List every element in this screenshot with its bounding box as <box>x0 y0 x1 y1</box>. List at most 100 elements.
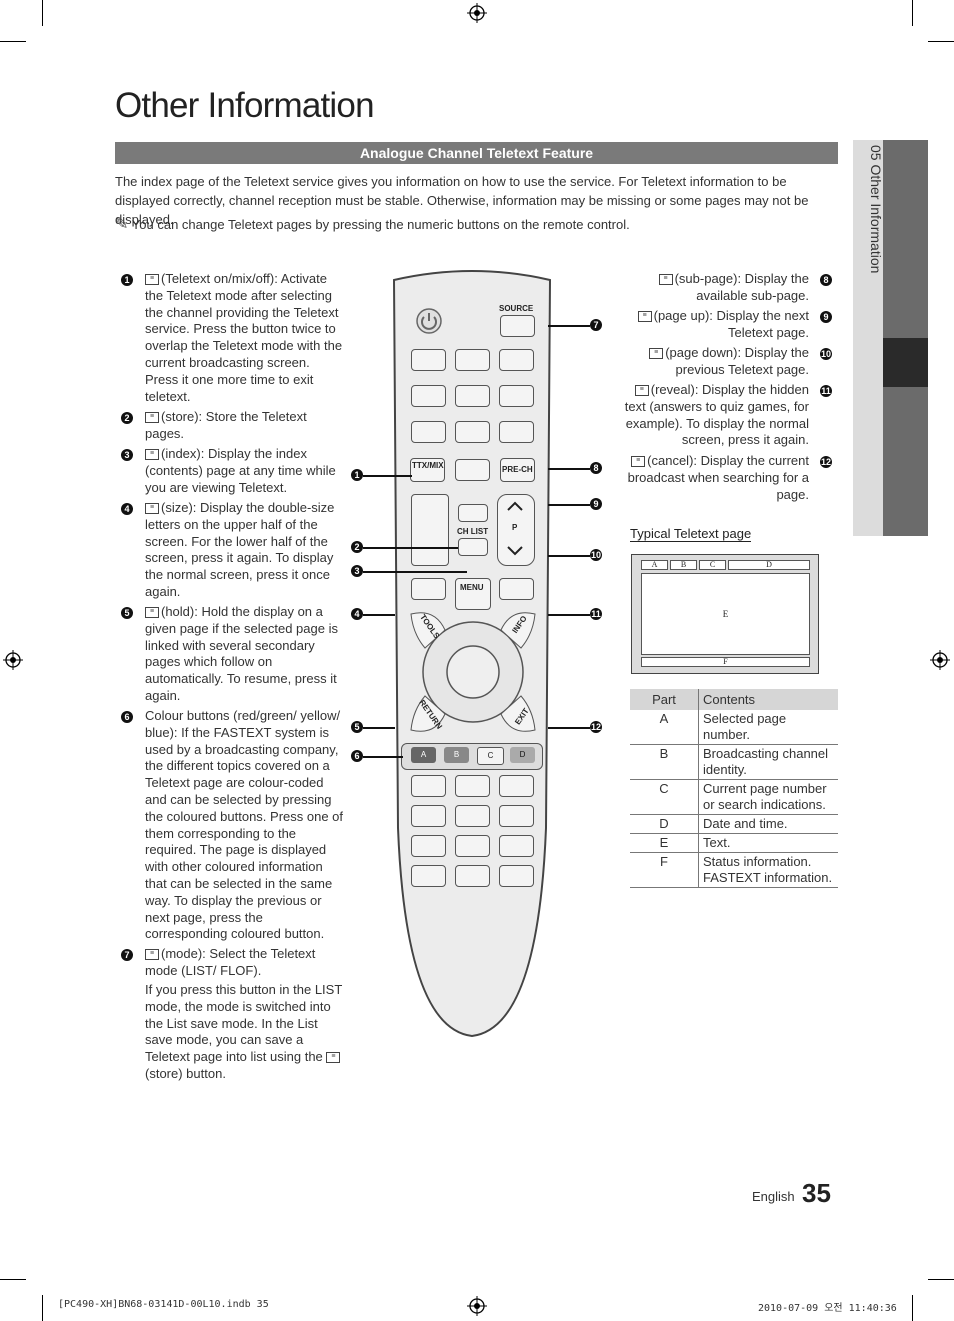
crop-mark <box>42 0 43 26</box>
callout-number-12: 12 <box>820 456 832 468</box>
callout-line <box>363 614 395 616</box>
menu-button[interactable] <box>455 578 491 610</box>
note-paragraph: ✎ You can change Teletext pages by press… <box>115 215 843 234</box>
content-button[interactable] <box>411 578 446 600</box>
contents-cell: Text. <box>698 833 838 853</box>
power-button[interactable] <box>415 307 443 335</box>
ttx-mix-button[interactable] <box>410 458 445 482</box>
footer-file-info: [PC490-XH]BN68-03141D-00L10.indb 35 <box>58 1299 269 1310</box>
colour-button-d[interactable]: D <box>510 747 535 763</box>
crop-mark <box>0 1279 26 1280</box>
volume-rocker[interactable] <box>411 494 449 566</box>
item-extra-tail: (store) button. <box>145 1065 226 1081</box>
cancel-icon: ≡ <box>631 456 646 468</box>
callout-line <box>548 325 590 327</box>
navigation-pad[interactable] <box>405 604 541 740</box>
list-item: ≡(reveal): Display the hidden text (answ… <box>622 382 809 449</box>
prech-button[interactable] <box>500 458 535 482</box>
crop-mark <box>42 1295 43 1321</box>
function-button[interactable] <box>455 805 490 827</box>
callout-line <box>548 727 590 729</box>
chapter-tab <box>853 140 883 536</box>
language-label: English <box>752 1189 795 1204</box>
function-button[interactable] <box>499 805 534 827</box>
number-button[interactable] <box>455 459 490 481</box>
function-button[interactable] <box>411 805 446 827</box>
number-button[interactable] <box>499 421 534 443</box>
crop-mark <box>0 41 26 42</box>
colour-button-a[interactable]: A <box>411 747 436 763</box>
contents-cell: Status information. FASTEXT information. <box>698 852 838 888</box>
number-button[interactable] <box>455 385 490 407</box>
callout-number-7: 7 <box>121 949 133 961</box>
number-button[interactable] <box>455 421 490 443</box>
number-button[interactable] <box>455 349 490 371</box>
callout-number-9: 9 <box>820 311 832 323</box>
menu-label: MENU <box>460 583 484 592</box>
item-extra-text: If you press this button in the LIST mod… <box>145 982 343 1065</box>
item-text: (hold): Hold the display on a given page… <box>145 604 338 703</box>
contents-cell: Current page number or search indication… <box>698 779 838 815</box>
note-pencil-icon: ✎ <box>115 216 129 233</box>
ch-list-button[interactable] <box>458 538 488 556</box>
size-icon: ≡ <box>145 503 159 515</box>
item-text: (Teletext on/mix/off): Activate the Tele… <box>145 271 343 404</box>
store-icon: ≡ <box>326 1052 341 1064</box>
callout-number-8: 8 <box>590 462 602 474</box>
source-button[interactable] <box>500 315 535 337</box>
number-button[interactable] <box>411 349 446 371</box>
list-item: ≡(store): Store the Teletext pages. <box>145 409 345 443</box>
callout-line <box>363 756 403 758</box>
callout-number-10: 10 <box>590 549 602 561</box>
crop-mark <box>928 1279 954 1280</box>
mute-button[interactable] <box>458 504 488 522</box>
teletext-part-e: E <box>641 573 810 655</box>
part-cell: F <box>630 852 699 888</box>
callout-number-11: 11 <box>590 608 602 620</box>
colour-button-b[interactable]: B <box>444 747 469 763</box>
item-text: (sub-page): Display the available sub-pa… <box>674 271 809 303</box>
item-text: (page up): Display the next Teletext pag… <box>653 308 809 340</box>
page-number: 35 <box>802 1178 831 1208</box>
index-icon: ≡ <box>145 449 159 461</box>
p-label: P <box>512 523 518 532</box>
function-button[interactable] <box>499 775 534 797</box>
source-label: SOURCE <box>499 304 534 313</box>
function-button[interactable] <box>455 835 490 857</box>
number-button[interactable] <box>411 421 446 443</box>
item-text: (index): Display the index (contents) pa… <box>145 446 336 495</box>
function-button[interactable] <box>499 865 534 887</box>
callout-number-7: 7 <box>590 319 602 331</box>
number-button[interactable] <box>499 349 534 371</box>
function-button[interactable] <box>411 865 446 887</box>
function-button[interactable] <box>411 835 446 857</box>
teletext-part-c: C <box>699 560 726 570</box>
number-button[interactable] <box>499 385 534 407</box>
table-header-part: Part <box>630 689 699 710</box>
page-up-icon: ≡ <box>637 311 652 323</box>
function-button[interactable] <box>455 775 490 797</box>
section-title: Analogue Channel Teletext Feature <box>115 142 838 164</box>
function-button[interactable] <box>411 775 446 797</box>
crop-mark <box>928 41 954 42</box>
callout-number-3: 3 <box>351 565 363 577</box>
chevron-down-icon <box>507 546 523 556</box>
hold-icon: ≡ <box>145 607 159 619</box>
colour-button-c[interactable]: C <box>477 747 504 765</box>
guide-button[interactable] <box>499 578 534 600</box>
list-item: ≡(mode): Select the Teletext mode (LIST/… <box>145 946 345 980</box>
callout-line <box>363 547 458 549</box>
callout-number-8: 8 <box>820 274 832 286</box>
list-item: ≡(page down): Display the previous Telet… <box>622 345 809 379</box>
function-button[interactable] <box>499 835 534 857</box>
registration-mark-icon <box>3 650 23 670</box>
contents-cell: Date and time. <box>698 814 838 834</box>
function-button[interactable] <box>455 865 490 887</box>
callout-number-4: 4 <box>351 608 363 620</box>
number-button[interactable] <box>411 385 446 407</box>
list-item: ≡(cancel): Display the current broadcast… <box>622 453 809 503</box>
sub-page-icon: ≡ <box>658 274 673 286</box>
crop-mark <box>912 0 913 26</box>
